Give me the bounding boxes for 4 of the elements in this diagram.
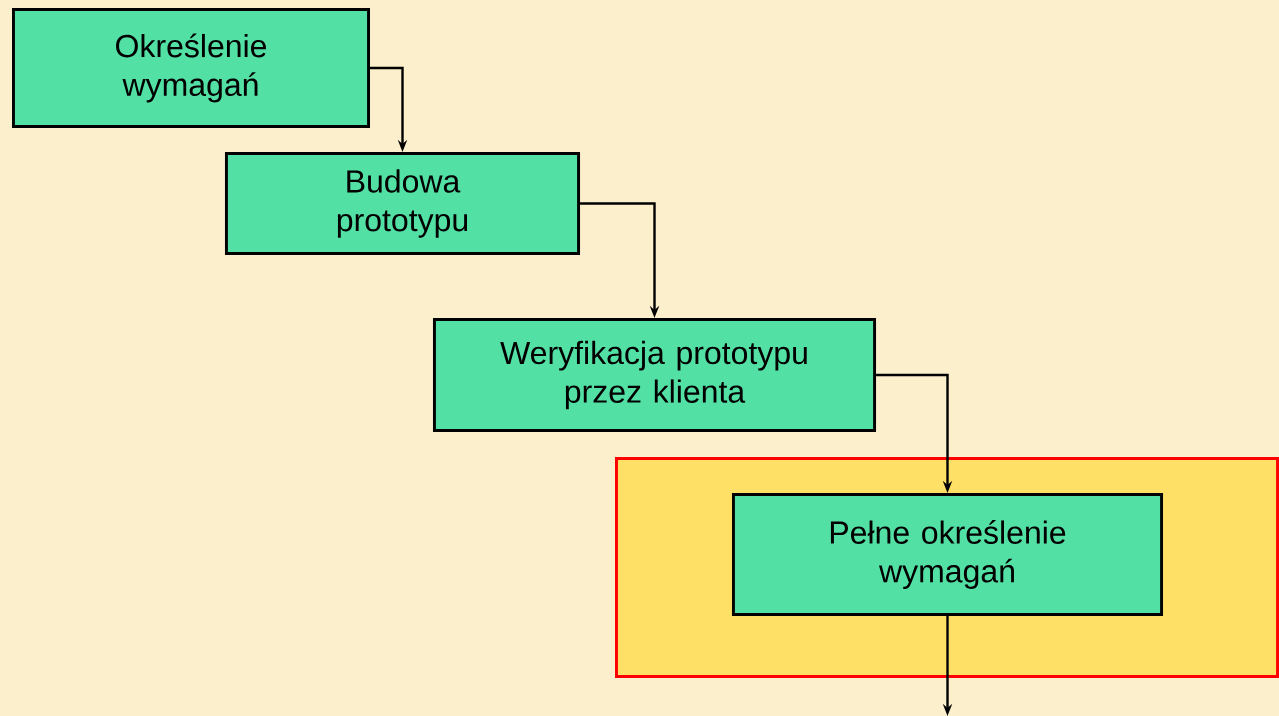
process-box: Określenie wymagań [12,8,370,128]
process-box: Budowa prototypu [224,152,581,255]
process-box: Weryfikacja prototypu przez klienta [432,318,877,432]
process-box: Pełne określenie wymagań [731,493,1164,616]
